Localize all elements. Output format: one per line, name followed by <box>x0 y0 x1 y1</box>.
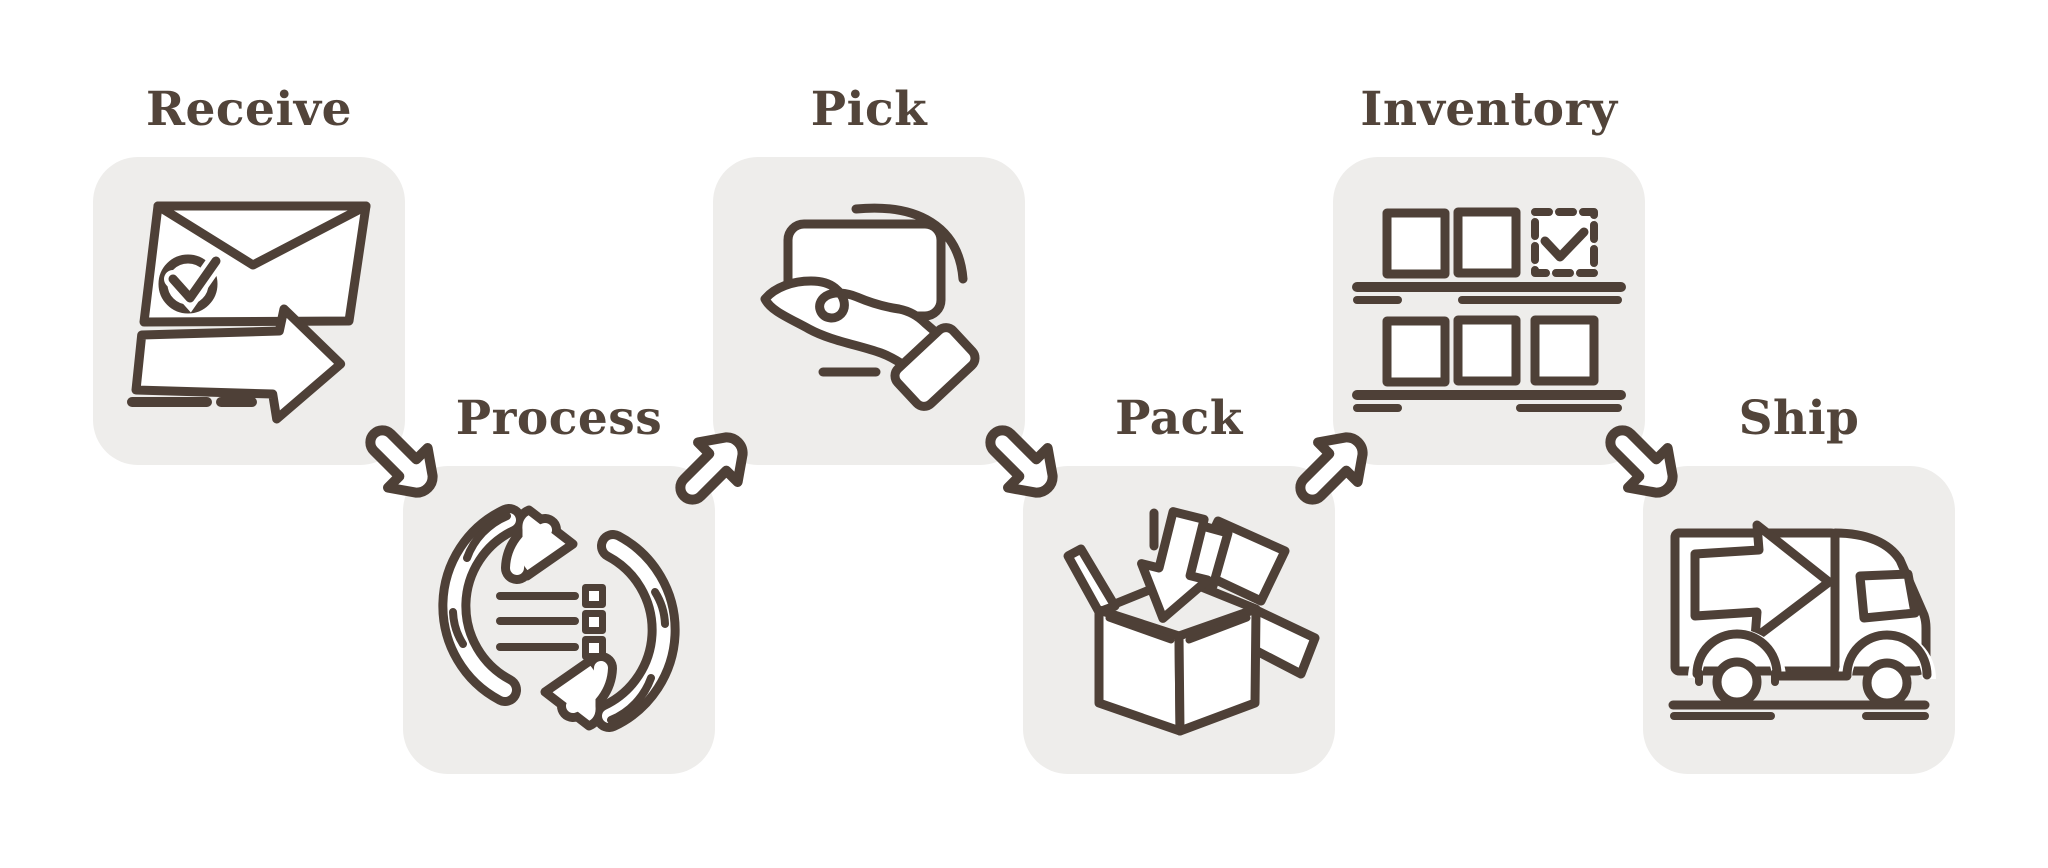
step-label-ship: Ship <box>1738 391 1860 447</box>
flow-arrow-inventory-to-ship <box>1605 425 1678 498</box>
flow-arrow-pick-to-pack <box>985 425 1058 498</box>
envelope-check-arrow-icon <box>127 201 371 424</box>
step-label-pick: Pick <box>810 82 928 138</box>
step-pick: Pick <box>713 85 1025 465</box>
hand-holding-parcel-icon <box>760 203 980 411</box>
shelf-boxes-checkbox-icon <box>1352 207 1626 412</box>
flow-arrow-receive-to-process <box>365 425 438 498</box>
step-ship: Ship <box>1643 394 1955 774</box>
flow-arrow-process-to-pick <box>675 432 748 505</box>
sync-arrows-list-icon <box>438 504 680 732</box>
step-label-receive: Receive <box>145 82 353 138</box>
step-process: Process <box>403 394 715 774</box>
step-label-inventory: Inventory <box>1360 82 1618 138</box>
flow-arrow-pack-to-inventory <box>1295 432 1368 505</box>
open-box-packing-icon <box>1063 507 1320 736</box>
step-label-pack: Pack <box>1115 391 1243 447</box>
step-pack: Pack <box>1023 394 1335 774</box>
step-label-process: Process <box>455 391 663 447</box>
delivery-truck-arrow-icon <box>1668 520 1936 720</box>
step-receive: Receive <box>93 85 405 465</box>
step-inventory: Inventory <box>1333 85 1645 465</box>
